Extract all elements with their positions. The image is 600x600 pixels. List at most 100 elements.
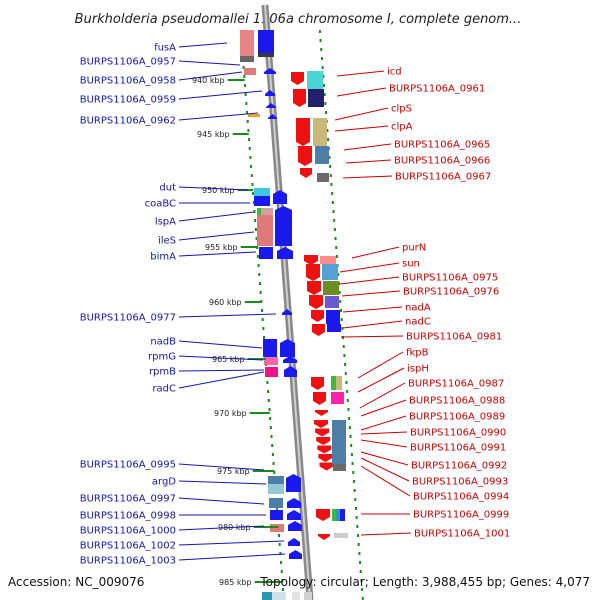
right-gene-label: icd — [387, 67, 402, 78]
track-tick — [354, 498, 357, 501]
track-tick — [329, 174, 332, 177]
gene-block — [265, 367, 278, 377]
left-gene-label: BURPS1106A_0997 — [80, 494, 176, 505]
gene-arrow-forward — [288, 538, 300, 546]
gene-arrow-reverse — [300, 168, 312, 178]
track-tick — [324, 102, 327, 105]
track-tick — [266, 381, 269, 384]
left-gene-leader — [178, 463, 265, 471]
track-tick — [328, 156, 331, 159]
track-tick — [262, 327, 265, 330]
track-tick — [344, 363, 347, 366]
right-gene-label: BURPS1106A_0961 — [389, 84, 485, 95]
gene-block — [254, 196, 270, 206]
track-tick — [332, 210, 335, 213]
track-tick — [270, 435, 273, 438]
left-gene-leader — [178, 313, 277, 318]
track-tick — [248, 138, 251, 141]
track-tick — [351, 462, 354, 465]
right-gene-leader — [357, 367, 405, 393]
track-tick — [359, 570, 362, 573]
right-gene-label: BURPS1106A_0976 — [403, 287, 499, 298]
scale-mark-label: 970 kbp — [214, 409, 247, 418]
left-gene-leader — [178, 371, 265, 389]
gene-arrow-forward — [258, 30, 274, 36]
gene-block — [333, 464, 346, 471]
gene-arrow-forward — [287, 510, 301, 520]
right-gene-label: BURPS1106A_0966 — [394, 156, 490, 167]
track-tick — [278, 534, 281, 537]
track-tick — [340, 318, 343, 321]
track-tick — [244, 93, 247, 96]
gene-arrow-reverse — [311, 377, 324, 390]
right-gene-label: nadC — [405, 317, 431, 328]
gene-block — [304, 592, 312, 600]
gene-block — [258, 30, 274, 55]
track-tick — [357, 534, 360, 537]
track-tick — [246, 111, 249, 114]
gene-block — [240, 56, 254, 62]
left-gene-label: BURPS1106A_1003 — [80, 556, 176, 567]
gene-block — [336, 509, 340, 521]
gene-block — [263, 339, 277, 357]
gene-arrow-forward — [288, 521, 302, 531]
track-tick — [273, 471, 276, 474]
right-gene-label: BURPS1106A_0975 — [402, 273, 498, 284]
gene-block — [326, 310, 340, 324]
track-tick — [345, 381, 348, 384]
track-tick — [333, 219, 336, 222]
track-tick — [353, 489, 356, 492]
right-gene-label: BURPS1106A_0999 — [413, 510, 509, 521]
track-tick — [250, 165, 253, 168]
right-gene-leader — [360, 532, 412, 536]
left-gene-label: BURPS1106A_0958 — [80, 76, 176, 87]
track-tick — [280, 570, 283, 573]
scale-mark-label: 955 kbp — [205, 243, 238, 252]
gene-block — [268, 476, 284, 484]
scale-mark-label: 975 kbp — [217, 467, 250, 476]
left-gene-leader — [178, 251, 257, 257]
left-gene-label: dut — [159, 183, 176, 194]
track-tick — [280, 561, 283, 564]
left-gene-label: BURPS1106A_1000 — [80, 526, 176, 537]
gene-block — [334, 533, 348, 538]
left-gene-leader — [178, 42, 228, 48]
gene-block — [331, 392, 344, 404]
track-tick — [349, 435, 352, 438]
right-gene-leader — [342, 175, 393, 179]
left-gene-label: coaBC — [145, 199, 176, 210]
gene-arrow-reverse — [314, 420, 328, 428]
gene-arrow-reverse — [316, 509, 330, 521]
accession-text: Accession: NC_009076 — [8, 575, 144, 589]
track-tick — [348, 417, 351, 420]
gene-arrow-reverse — [307, 281, 321, 295]
track-tick — [334, 237, 337, 240]
track-tick — [260, 309, 263, 312]
gene-arrow-forward — [280, 339, 295, 357]
right-gene-label: clpS — [391, 104, 412, 115]
right-gene-leader — [360, 465, 411, 497]
left-gene-leader — [178, 90, 263, 100]
right-gene-label: ispH — [407, 364, 429, 375]
track-tick — [361, 588, 364, 591]
gene-block — [327, 324, 341, 332]
left-gene-label: lspA — [155, 217, 176, 228]
right-gene-leader — [345, 159, 392, 164]
gene-arrow-reverse — [315, 428, 330, 437]
track-tick — [258, 273, 261, 276]
track-tick — [261, 318, 264, 321]
track-tick — [335, 246, 338, 249]
track-tick — [329, 165, 332, 168]
right-gene-leader — [342, 320, 403, 329]
gene-arrow-forward — [268, 114, 277, 119]
track-tick — [358, 552, 361, 555]
track-tick — [348, 426, 351, 429]
track-tick — [342, 336, 345, 339]
left-gene-label: BURPS1106A_0962 — [80, 116, 176, 127]
right-gene-label: BURPS1106A_0990 — [410, 428, 506, 439]
track-tick — [337, 273, 340, 276]
track-tick — [331, 192, 334, 195]
track-tick — [360, 579, 363, 582]
gene-block — [313, 118, 327, 146]
